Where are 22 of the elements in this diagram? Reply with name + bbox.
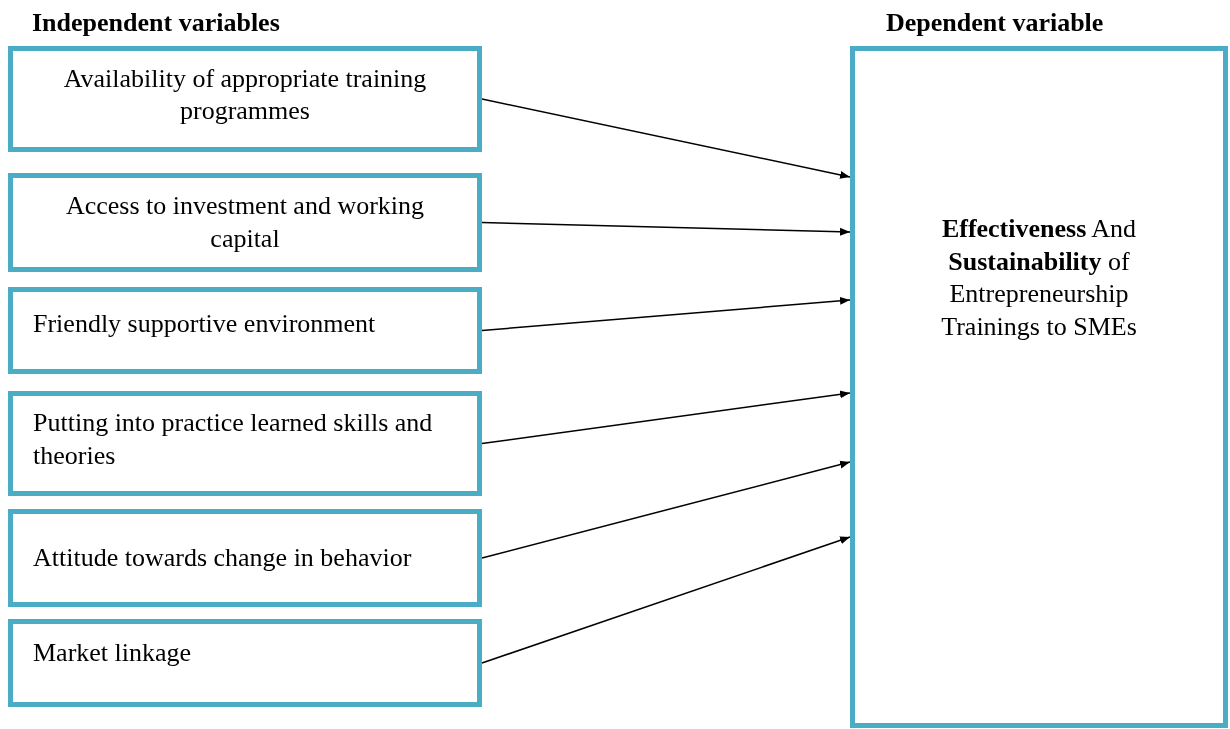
box-text: Availability of appropriate training programmes [62, 62, 428, 127]
arrow [481, 296, 851, 332]
arrow [481, 390, 851, 445]
variable-box [8, 619, 482, 707]
box-text: Putting into practice learned skills and theories [33, 407, 434, 472]
variable-box [8, 391, 482, 496]
box-text: Attitude towards change in behavior [33, 541, 412, 574]
arrow [481, 98, 851, 179]
variable-box [8, 509, 482, 607]
box-text: Access to investment and working capital [64, 190, 426, 255]
box-text: Effectiveness And Sustainability of Entrepreneurship Trainings to SMEs [940, 213, 1138, 343]
arrow [481, 221, 851, 236]
variable-box [8, 46, 482, 152]
variable-box [8, 173, 482, 272]
variable-box [8, 287, 482, 374]
column-heading: Independent variables [32, 8, 280, 38]
outcome-box [850, 46, 1228, 728]
column-heading: Dependent variable [886, 8, 1104, 38]
box-text: Market linkage [33, 636, 192, 669]
arrow [481, 536, 851, 664]
box-text: Friendly supportive environment [33, 308, 376, 341]
arrow [481, 460, 851, 559]
